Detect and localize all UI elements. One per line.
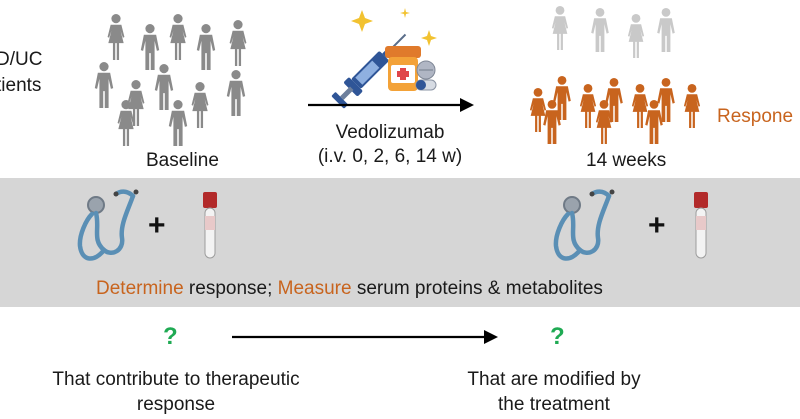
arrow-right-icon: [308, 98, 474, 112]
plus-sign-left: +: [148, 209, 166, 242]
person-icon: [645, 100, 663, 144]
person-icon: [631, 84, 649, 128]
person-icon: [591, 7, 609, 52]
person-icon: [229, 20, 247, 66]
drug-schedule: (i.v. 0, 2, 6, 14 w): [317, 146, 463, 167]
pill-icon: [415, 60, 437, 91]
patients-label-line2: tients: [0, 75, 42, 96]
contribute-text-line1: That contribute to therapeutic: [52, 369, 300, 390]
person-icon: [579, 84, 597, 128]
person-icon: [191, 82, 209, 128]
drug-name: Vedolizumab: [335, 122, 445, 143]
arrow-right-icon: [232, 330, 498, 344]
person-icon: [140, 24, 160, 70]
person-icon: [168, 100, 188, 146]
person-icon: [657, 7, 675, 52]
caption-determine: Determine: [96, 278, 184, 299]
person-icon: [657, 78, 675, 122]
caption-proteins: serum proteins & metabolites: [351, 278, 603, 299]
caption-measure: Measure: [277, 278, 352, 299]
weeks-label: 14 weeks: [586, 150, 667, 171]
patients-label-line1: D/UC: [0, 49, 43, 70]
stethoscope-icon: [77, 189, 139, 261]
band-caption: Determine response; Measure serum protei…: [96, 278, 603, 300]
contribute-text-line2: response: [136, 394, 216, 415]
plus-sign-right: +: [648, 209, 666, 242]
blood-tube-icon: [203, 192, 217, 259]
caption-response: response;: [183, 278, 278, 299]
sparkle-icon: [351, 8, 437, 46]
question-mark-right: ?: [550, 323, 565, 350]
person-icon: [543, 100, 561, 144]
pill-bottle-icon: [385, 46, 421, 91]
baseline-label: Baseline: [146, 150, 219, 171]
person-icon: [683, 84, 701, 128]
person-icon: [551, 5, 569, 50]
person-icon: [117, 100, 135, 146]
person-icon: [169, 14, 187, 60]
person-icon: [154, 64, 174, 110]
blood-tube-icon: [694, 192, 708, 259]
person-icon: [627, 14, 645, 58]
stethoscope-icon: [553, 189, 615, 261]
modified-text-line2: the treatment: [498, 394, 610, 415]
person-icon: [127, 80, 145, 126]
responders-label: Respone: [717, 106, 794, 127]
person-icon: [107, 14, 125, 60]
modified-text-line1: That are modified by: [467, 369, 641, 390]
person-icon: [595, 100, 613, 144]
person-icon: [529, 88, 547, 132]
person-icon: [196, 24, 216, 70]
person-icon: [94, 62, 114, 108]
question-mark-left: ?: [163, 323, 178, 350]
person-icon: [226, 70, 246, 116]
